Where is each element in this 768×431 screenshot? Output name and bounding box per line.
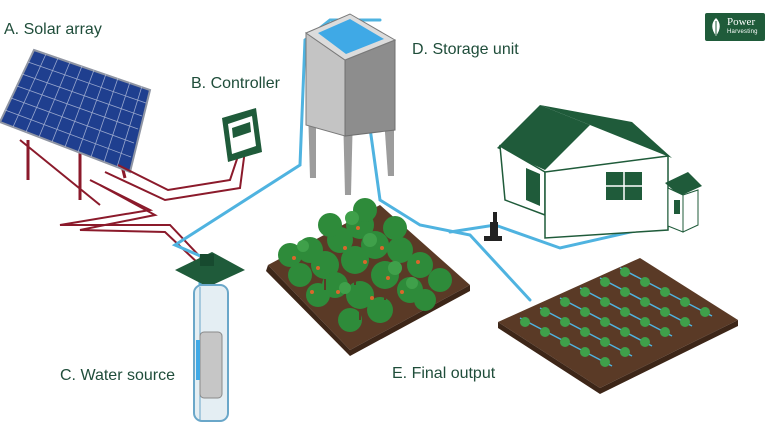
tap-faucet — [484, 212, 502, 241]
label-controller: B. Controller — [191, 75, 280, 92]
label-final-output: E. Final output — [392, 365, 496, 382]
house — [497, 105, 702, 239]
label-storage-unit: D. Storage unit — [412, 41, 519, 58]
orchard-plot — [266, 198, 470, 356]
solar-array — [0, 48, 152, 206]
storage-tank — [304, 13, 397, 195]
well — [175, 252, 245, 422]
logo-brand-text: Power — [727, 16, 756, 28]
logo-sub-text: Harvesting — [727, 29, 758, 35]
brand-logo: Power Harvesting — [705, 13, 765, 41]
label-solar-array: A. Solar array — [4, 21, 102, 38]
controller-box — [222, 108, 262, 162]
crop-field — [498, 258, 738, 394]
label-water-source: C. Water source — [60, 367, 175, 384]
leaf-icon — [712, 18, 720, 36]
